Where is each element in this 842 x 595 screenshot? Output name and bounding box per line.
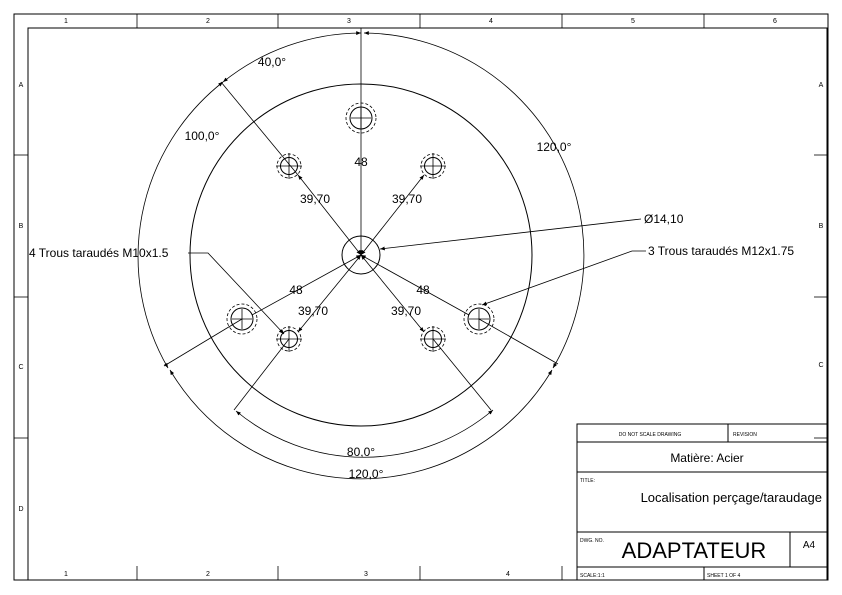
zone-right-b: B: [819, 223, 824, 230]
zone-right-c: C: [818, 362, 823, 369]
dwg-no-value: ADAPTATEUR: [622, 538, 767, 563]
title-label: TITLE:: [580, 478, 595, 484]
m12-callout-label: 3 Trous taraudés M12x1.75: [648, 244, 794, 258]
diameter-label: Ø14,10: [644, 212, 684, 226]
paper-size: A4: [803, 540, 816, 551]
angle-100-label: 100,0°: [185, 129, 220, 143]
dist-lower-left-label: 39,70: [298, 304, 328, 318]
angle-120-right-label: 120,0°: [537, 140, 572, 154]
bottom-zone-ticks: [136, 566, 563, 580]
zone-top-4: 4: [489, 18, 493, 25]
title-block: [576, 423, 829, 581]
zone-left-b: B: [19, 223, 24, 230]
dist-lower-right-label: 39,70: [391, 304, 421, 318]
zone-right-a: A: [819, 82, 824, 89]
angle-80-label: 80,0°: [347, 445, 375, 459]
dist-upper-left-label: 39,70: [300, 192, 330, 206]
top-zone-ticks: [136, 14, 705, 28]
side-zone-ticks: [14, 154, 828, 439]
do-not-scale-label: DO NOT SCALE DRAWING: [619, 432, 682, 438]
zone-bottom-4: 4: [506, 571, 510, 578]
zone-top-2: 2: [206, 18, 210, 25]
zone-bottom-1: 1: [64, 571, 68, 578]
angle-dimension-arcs: [137, 31, 585, 480]
diameter-leader: [379, 218, 642, 251]
zone-top-3: 3: [347, 18, 351, 25]
dist-upper-right-label: 39,70: [392, 192, 422, 206]
radius-top-label: 48: [354, 155, 368, 169]
radius-left-label: 48: [289, 283, 303, 297]
zone-top-6: 6: [773, 18, 777, 25]
m10-hole-upper-left: [276, 153, 302, 179]
zone-bottom-2: 2: [206, 571, 210, 578]
material-label: Matière: Acier: [670, 451, 743, 465]
drawing-title: Localisation perçage/taraudage: [641, 490, 822, 505]
angle-120-bottom-label: 120,0°: [349, 467, 384, 481]
zone-left-a: A: [19, 82, 24, 89]
zone-left-d: D: [18, 506, 23, 513]
m10-callout-label: 4 Trous taraudés M10x1.5: [29, 246, 169, 260]
radius-right-label: 48: [416, 283, 430, 297]
zone-left-c: C: [18, 364, 23, 371]
m12-callout-leader: [481, 250, 646, 306]
dwg-no-label: DWG. NO.: [580, 538, 604, 544]
zone-bottom-3: 3: [364, 571, 368, 578]
inner-border: [27, 27, 828, 581]
m10-callout-leader: [188, 252, 285, 335]
revision-label: REVISION: [733, 432, 757, 438]
scale-label: SCALE:1:1: [580, 573, 605, 579]
zone-top-5: 5: [631, 18, 635, 25]
angle-40-label: 40,0°: [258, 55, 286, 69]
radial-dimension-lines: [251, 112, 470, 333]
sheet-label: SHEET 1 OF 4: [707, 573, 740, 579]
zone-top-1: 1: [64, 18, 68, 25]
